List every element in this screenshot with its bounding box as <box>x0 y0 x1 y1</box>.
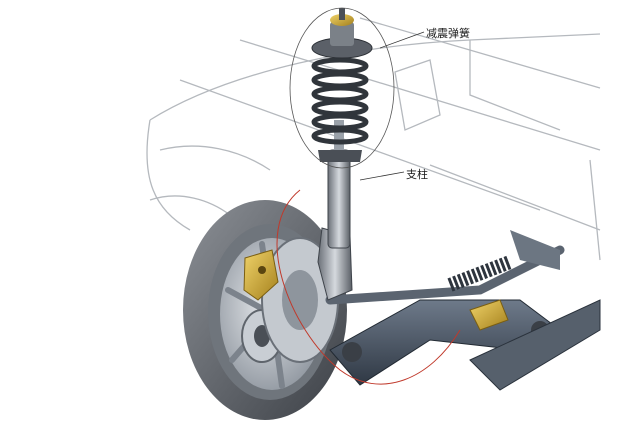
callout-spring <box>289 7 425 169</box>
callout-strut <box>276 171 461 385</box>
strut-label: 支柱 <box>406 168 428 181</box>
spring-label: 减震弹簧 <box>426 27 470 40</box>
steering-rack <box>325 245 565 331</box>
subframe <box>469 230 601 391</box>
car-body-outline <box>146 17 601 261</box>
coil-spring <box>311 57 369 145</box>
top-mount <box>311 8 373 59</box>
brake-caliper <box>243 249 279 301</box>
